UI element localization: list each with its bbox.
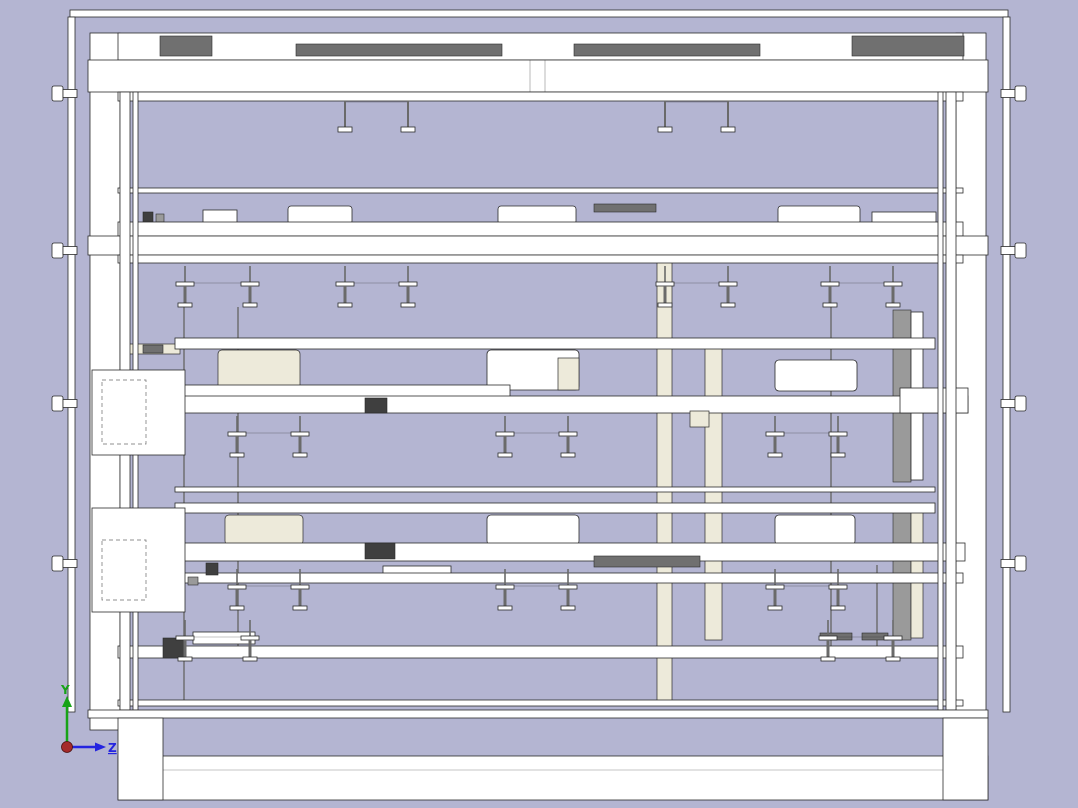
level2-beam-assembly-shape [155, 213, 165, 223]
level4-beam-assembly-shape [486, 514, 580, 546]
lower-beam-assembly-shape [187, 576, 199, 586]
gray-slide-bar [892, 504, 912, 641]
inner-posts-shape [945, 91, 957, 711]
base-frame-shape [942, 717, 989, 801]
top-beam-assembly[interactable] [87, 32, 989, 102]
left-equipment-boxes-shape [91, 507, 186, 613]
vertical-guide-strip [704, 344, 723, 641]
lower-beam-assembly-shape [117, 699, 964, 707]
top-beam-assembly-shape [851, 35, 965, 57]
level2-beam-assembly-shape [117, 254, 964, 264]
lower-beam-assembly-shape [117, 645, 964, 659]
base-frame[interactable] [87, 709, 989, 801]
mid-beam-assembly-shape [774, 359, 858, 392]
top-beam-assembly-shape [87, 59, 989, 93]
left-equipment-boxes-shape [91, 369, 186, 456]
level2-beam-assembly-shape [497, 205, 577, 225]
y-axis-arrowhead [62, 696, 72, 707]
base-frame-shape [87, 709, 989, 719]
inner-posts-shape [937, 91, 944, 711]
top-beam-assembly-shape [295, 43, 503, 57]
outer-frame [67, 9, 1011, 713]
y-axis-label: Y [60, 683, 70, 697]
level2-beam-assembly-shape [142, 211, 154, 223]
outer-frame-shape [1002, 16, 1011, 713]
level2-beam-assembly-shape [777, 205, 861, 225]
mid-beam-assembly-shape [557, 357, 580, 391]
level4-beam-assembly[interactable] [174, 502, 966, 583]
level4-beam-assembly-shape [174, 502, 936, 514]
lower-beam-assembly-shape [205, 562, 219, 576]
level4-beam-assembly-shape [174, 542, 966, 562]
base-frame-shape [117, 717, 164, 801]
top-beam-assembly-shape [159, 35, 213, 57]
z-axis-label: Z [108, 741, 117, 755]
left-equipment-boxes-shape [101, 379, 147, 445]
mid-beam-assembly-shape [364, 397, 388, 414]
level4-beam-assembly-shape [593, 555, 701, 568]
base-frame-shape [117, 755, 989, 801]
mid-beam-assembly-shape [217, 349, 301, 391]
thin-rail [117, 187, 964, 194]
mid-beam-assembly-shape [689, 410, 710, 428]
thin-rail [174, 486, 936, 493]
side-columns-shape [955, 32, 987, 731]
top-beam-assembly-shape [117, 32, 964, 61]
level2-beam-assembly-shape [593, 203, 657, 213]
outer-frame-shape [67, 16, 76, 713]
mid-beam-assembly[interactable] [159, 337, 969, 428]
left-equipment-boxes-shape [101, 539, 147, 601]
z-axis-arrowhead [95, 742, 106, 752]
level4-beam-assembly-shape [224, 514, 304, 546]
level2-beam-assembly-shape [287, 205, 353, 225]
level2-beam-assembly[interactable] [87, 203, 989, 264]
mid-beam-assembly-shape [159, 395, 969, 414]
mid-beam-assembly-shape [899, 387, 969, 414]
left-equipment-boxes[interactable] [91, 369, 186, 613]
level4-beam-assembly-shape [364, 542, 396, 560]
x-axis-origin-sphere [61, 741, 73, 753]
outer-frame-shape [69, 9, 1009, 18]
top-beam-assembly-shape [573, 43, 761, 57]
accent-strips-shape [142, 344, 164, 354]
level4-beam-assembly-shape [774, 514, 856, 546]
orientation-triad[interactable]: Y Z [60, 683, 117, 755]
hanger-brackets[interactable] [175, 100, 903, 662]
top-beam-assembly-shape [117, 91, 964, 102]
level2-beam-assembly-shape [117, 221, 964, 237]
lower-beam-assembly-shape [117, 572, 964, 584]
lower-beam-assembly-shape [162, 637, 186, 659]
vertical-guide-strip [656, 246, 673, 703]
level2-beam-assembly-shape [87, 235, 989, 256]
mid-beam-assembly-shape [174, 337, 936, 350]
